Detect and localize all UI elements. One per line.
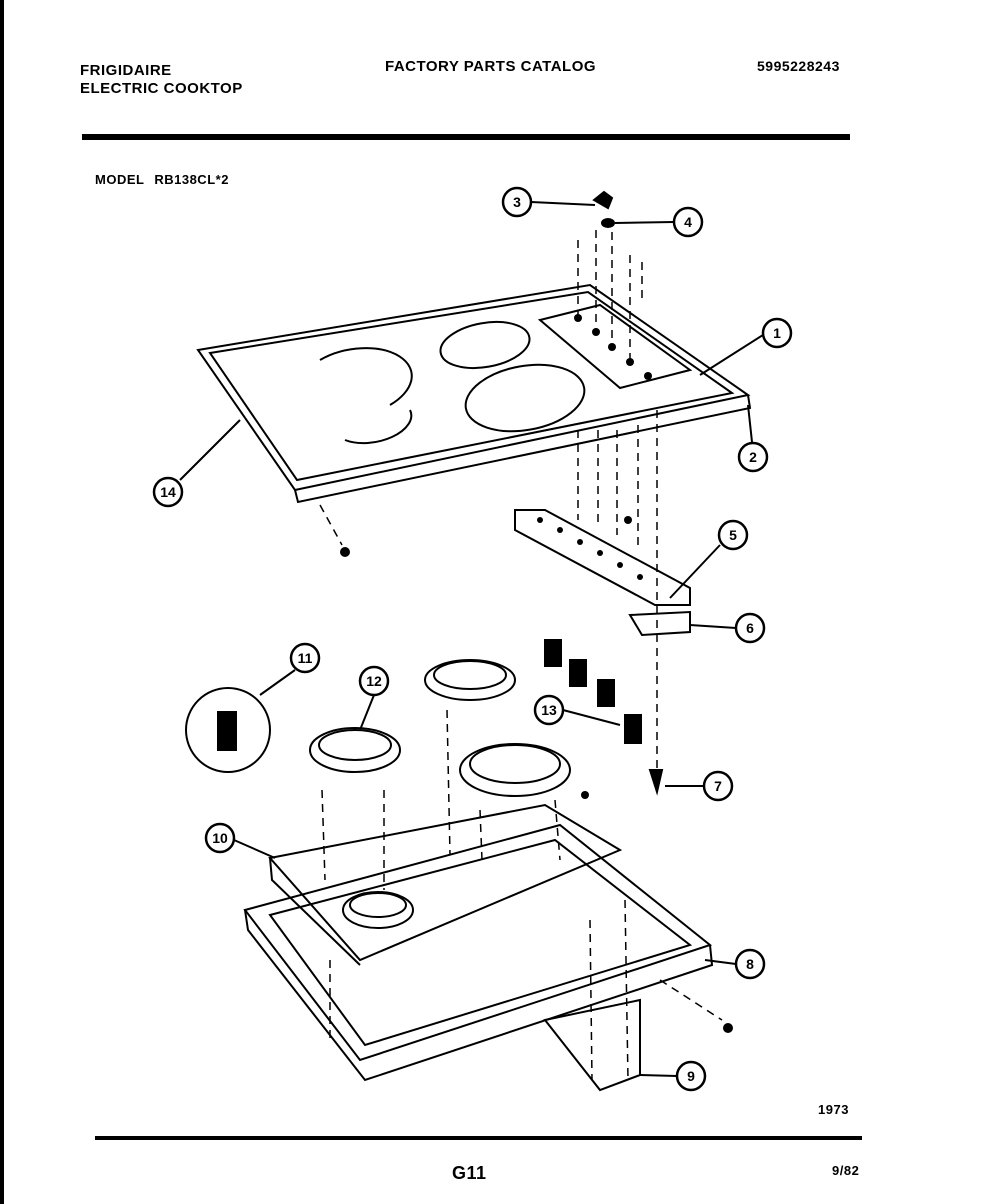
callout-8: 8 (734, 948, 766, 980)
callout-circle (533, 694, 565, 726)
callout-number: 6 (746, 620, 754, 636)
callout-circle (737, 441, 769, 473)
product-name: ELECTRIC COOKTOP (80, 80, 243, 97)
callout-9: 9 (675, 1060, 707, 1092)
callout-7: 7 (702, 770, 734, 802)
callout-circle (672, 206, 704, 238)
callout-number: 10 (212, 830, 228, 846)
header-rule (82, 134, 850, 140)
callout-3: 3 (501, 186, 533, 218)
catalog-number: 5995228243 (757, 58, 840, 74)
callout-number: 8 (746, 956, 754, 972)
callout-circle (717, 519, 749, 551)
bottom-frame (243, 823, 714, 1092)
screws (340, 516, 733, 1033)
element-plate (268, 803, 623, 966)
callout-circle (289, 642, 321, 674)
page-number: G11 (452, 1163, 487, 1183)
callout-circle (734, 948, 766, 980)
brand-name: FRIGIDAIRE (80, 62, 172, 79)
callout-4: 4 (672, 206, 704, 238)
callout-6: 6 (734, 612, 766, 644)
callout-circle (204, 822, 236, 854)
callout-11: 11 (289, 642, 321, 674)
alignment-lines (319, 230, 723, 1081)
callout-circle (734, 612, 766, 644)
callout-13: 13 (533, 694, 565, 726)
model-label-text: MODEL (95, 172, 145, 187)
control-bracket (514, 509, 691, 637)
callout-number: 3 (513, 194, 521, 210)
callout-circle (761, 317, 793, 349)
figure-code: 1973 (818, 1102, 849, 1117)
revision-date: 9/82 (832, 1163, 860, 1178)
callout-number: 11 (298, 650, 313, 666)
callout-number: 2 (749, 449, 757, 465)
model-number: RB138CL*2 (154, 172, 229, 187)
callout-14: 14 (152, 476, 184, 508)
callout-circle (702, 770, 734, 802)
callout-2: 2 (737, 441, 769, 473)
callout-circle (152, 476, 184, 508)
callout-circle (358, 665, 390, 697)
callout-number: 1 (773, 325, 781, 341)
scan-edge-left (0, 0, 4, 1204)
callout-number: 4 (684, 214, 692, 230)
callout-circle (675, 1060, 707, 1092)
leader-lines (179, 201, 764, 1077)
cooktop-top (196, 283, 752, 504)
callout-5: 5 (717, 519, 749, 551)
callout-number: 5 (729, 527, 737, 543)
callout-1: 1 (761, 317, 793, 349)
callout-number: 13 (541, 702, 557, 718)
callout-circle (501, 186, 533, 218)
callout-number: 9 (687, 1068, 695, 1084)
callout-10: 10 (204, 822, 236, 854)
knob (592, 190, 615, 228)
infinite-switches (544, 639, 642, 744)
knob-insert (648, 769, 664, 796)
surface-elements (185, 659, 571, 929)
catalog-title: FACTORY PARTS CATALOG (385, 58, 597, 75)
callout-12: 12 (358, 665, 390, 697)
callout-number: 12 (366, 673, 382, 689)
callout-number: 14 (160, 484, 176, 500)
model-label: MODEL RB138CL*2 (95, 172, 229, 187)
callout-number: 7 (714, 778, 722, 794)
